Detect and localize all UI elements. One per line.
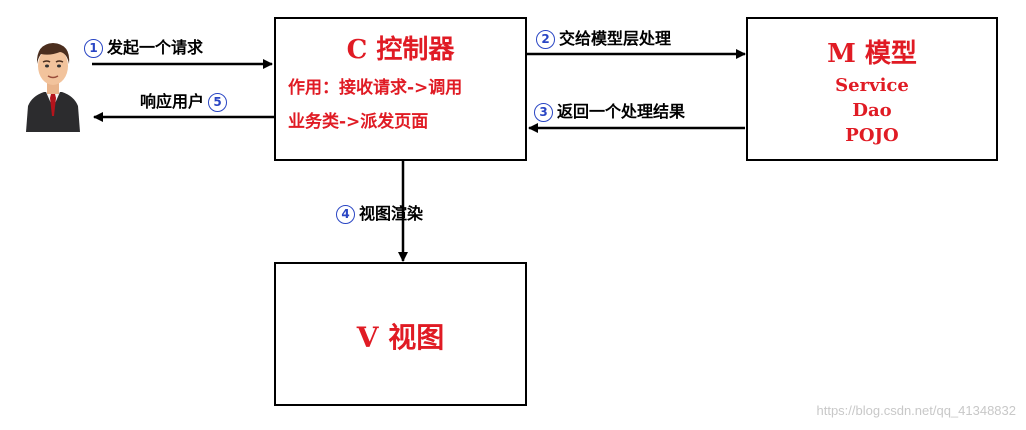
model-title: M 模型: [827, 39, 917, 69]
model-box: M 模型 Service Dao POJO: [746, 17, 998, 161]
model-item-pojo: POJO: [845, 125, 899, 146]
controller-title: C 控制器: [346, 35, 455, 65]
view-box: V 视图: [274, 262, 527, 406]
step4-text: 视图渲染: [359, 204, 424, 223]
step4-number: 4: [336, 205, 355, 224]
view-title: V 视图: [356, 321, 445, 354]
model-item-dao: Dao: [852, 100, 892, 121]
controller-description: 作用：接收请求->调用 业务类->派发页面: [288, 71, 517, 139]
step1-number: 1: [84, 39, 103, 58]
step5-number: 5: [208, 93, 228, 112]
controller-desc-line1: 作用：接收请求->调用: [288, 78, 463, 98]
model-item-service: Service: [835, 75, 909, 96]
controller-desc-line2: 业务类->派发页面: [288, 112, 429, 132]
step3-text: 返回一个处理结果: [557, 102, 686, 121]
watermark: https://blog.csdn.net/qq_41348832: [816, 403, 1017, 418]
step3-number: 3: [534, 103, 553, 122]
step2-number: 2: [536, 30, 555, 49]
step1-text: 发起一个请求: [107, 38, 204, 57]
step5-text: 响应用户: [140, 92, 205, 111]
user-avatar-icon: [26, 43, 80, 132]
step2-text: 交给模型层处理: [559, 29, 672, 48]
controller-box: C 控制器 作用：接收请求->调用 业务类->派发页面: [274, 17, 527, 161]
